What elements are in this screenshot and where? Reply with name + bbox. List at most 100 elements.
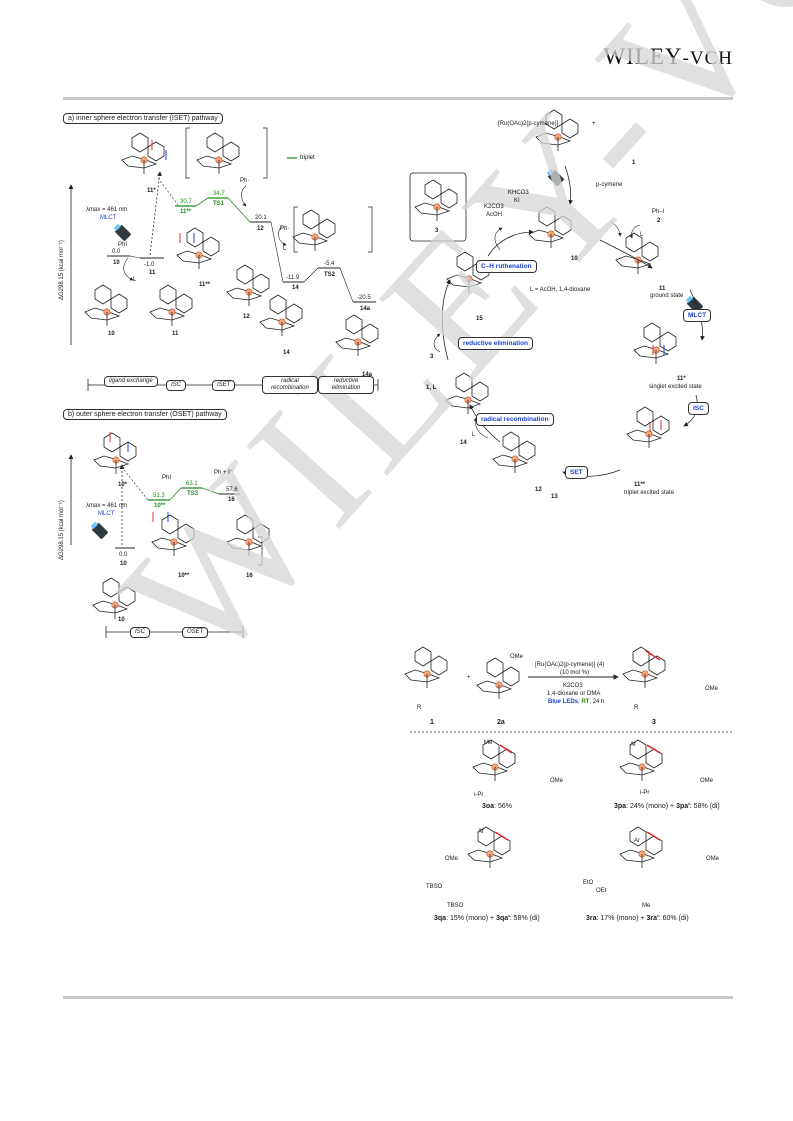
product-3ra-label: 3ra: [586, 915, 597, 922]
cycle-boxed-3: 3: [435, 228, 439, 234]
panel-b-struct-10tt: 10**: [178, 573, 190, 579]
product-3qa-label-2: 3qa': [496, 915, 510, 922]
product-3qa-ar: Ar: [478, 829, 484, 835]
cycle-reagent-acoh: AcOH: [486, 212, 503, 218]
reaction-catalyst: [Ru(OAc)2(p-cymene)] (4): [535, 662, 605, 668]
product-3oa-yield: : 56%: [494, 803, 512, 810]
product-3pa-caption: 3pa: 24% (mono) + 3pa': 58% (di): [614, 803, 720, 810]
product-3oa-caption: 3oa: 56%: [482, 803, 512, 810]
product-3pa-ipr: i-Pr: [640, 790, 650, 796]
panel-b-energy-10tt: 51.3: [153, 493, 165, 499]
cycle-species-11tt: 11**: [634, 482, 646, 488]
panel-a-energy-14: -11.9: [286, 275, 300, 281]
cycle-plus: +: [592, 121, 596, 127]
step-isc: ISC: [688, 402, 709, 415]
reaction-product-ome: OMe: [705, 686, 719, 692]
publisher-name: WILEY: [603, 44, 683, 69]
panel-a-struct-10: 10: [108, 331, 115, 337]
product-3oa-me: Me: [484, 740, 493, 746]
panel-b-struct-10: 10: [118, 617, 125, 623]
cycle-reagent-k2co3: K2CO3: [484, 204, 504, 210]
product-3pa-ome: OMe: [700, 778, 714, 784]
panel-a-mlct: MLCT: [100, 215, 117, 221]
panel-b-label-10-star: 10*: [118, 482, 128, 488]
panel-a-level-11tt: 11**: [180, 209, 192, 215]
panel-b-energy-10: 0.0: [119, 552, 128, 558]
cycle-released-p-cymene: p-cymene: [596, 182, 623, 188]
step-ch-ruthenation: C–H ruthenation: [476, 260, 537, 273]
phase-isc-a: ISC: [166, 380, 187, 391]
panel-b-level-16: 16: [228, 497, 235, 503]
step-reductive-elimination: reductive elimination: [458, 337, 534, 350]
product-3ra-yield: : 17% (mono) +: [596, 915, 647, 922]
phase-oset: OSET: [182, 627, 209, 638]
panel-a-level-14a: 14a: [360, 306, 371, 312]
panel-a-title: a) inner sphere electron transfer (ISET)…: [63, 113, 223, 124]
cycle-phi: Ph–I: [652, 209, 665, 215]
product-3ra-caption: 3ra: 17% (mono) + 3ra': 60% (di): [586, 915, 689, 922]
panel-a-struct-11tt: 11**: [199, 282, 211, 288]
panel-b-level-ts3: TS3: [187, 491, 199, 497]
panel-b-level-10: 10: [120, 561, 127, 567]
reaction-reactant-2a: 2a: [497, 719, 505, 726]
bottom-divider: [63, 996, 733, 999]
reaction-plus: +: [467, 675, 471, 681]
panel-a-ph-radical-2: Ph·: [280, 226, 290, 232]
cycle-species-14: 14: [460, 440, 467, 446]
cycle-species-11-star: 11*: [677, 376, 686, 382]
panel-a-ligand-L-2: L: [283, 246, 287, 252]
cycle-catalyst: [Ru(OAc)2(p-cymene)]: [498, 121, 559, 127]
cycle-species-11: 11: [659, 286, 666, 292]
panel-b-axis-label: ΔG298.15 (kcal mol⁻¹): [59, 500, 65, 560]
panel-b-phi: PhI: [162, 475, 172, 481]
product-3qa-ome: OMe: [445, 856, 459, 862]
cycle-byproduct-ki: KI: [514, 198, 520, 204]
product-3qa-yield-2: : 58% (di): [509, 915, 540, 922]
phase-reductive-elimination: reductive elimination: [318, 376, 374, 394]
panel-a-label-11-star: 11*: [147, 188, 156, 194]
phase-iset: ISET: [212, 380, 236, 391]
cycle-species-11-desc: ground state: [650, 293, 684, 299]
cycle-phi-num: 2: [657, 218, 661, 224]
panel-a-ligand-L: L: [133, 277, 137, 283]
panel-b-energy-ts3: 63.1: [186, 481, 198, 487]
product-3ra-label-2: 3ra': [646, 915, 659, 922]
product-3qa-tbso-2: TBSO: [447, 903, 464, 909]
top-divider: [63, 97, 733, 100]
phase-ligand-exchange: ligand exchange: [104, 376, 158, 387]
panel-a-level-ts2: TS2: [324, 272, 336, 278]
panel-b-mlct: MLCT: [98, 511, 115, 517]
reaction-rt: RT: [581, 699, 590, 705]
publisher-logo: WILEY-VCH: [603, 44, 733, 70]
product-3ra-oet: OEt: [596, 888, 607, 894]
phase-radical-recombination: radical recombination: [262, 376, 318, 394]
cycle-returns-1-L: 1, L: [426, 385, 437, 391]
panel-a-struct-12: 12: [243, 314, 250, 320]
phase-isc-b: ISC: [130, 627, 151, 638]
product-3qa-label: 3qa: [434, 915, 447, 922]
cycle-L-2: L: [472, 432, 476, 438]
cycle-L-1: L: [640, 232, 644, 238]
cycle-product-3: 3: [430, 354, 434, 360]
cycle-species-11tt-desc: triplet excited state: [624, 490, 675, 496]
panel-a-energy-ts1: 34.7: [213, 191, 225, 197]
product-3pa-yield: : 24% (mono) +: [626, 803, 677, 810]
cycle-species-10: 10: [571, 256, 578, 262]
panel-a-ph-radical: Ph·: [240, 178, 250, 184]
reaction-product-3: 3: [652, 719, 656, 726]
product-3qa-yield: : 15% (mono) +: [446, 915, 497, 922]
reaction-reactant-ome: OMe: [510, 654, 524, 660]
panel-a-level-10: 10: [113, 260, 120, 266]
product-3ra-eto: EtO: [583, 880, 594, 886]
product-3pa-ar: Ar: [630, 742, 636, 748]
cycle-substrate-1: 1: [632, 160, 636, 166]
product-3oa-ipr: i-Pr: [474, 792, 484, 798]
panel-a-energy-11tt: 30.7: [180, 199, 192, 205]
panel-a-level-12: 12: [257, 226, 264, 232]
panel-a-level-11: 11: [149, 270, 156, 276]
step-mlct: MLCT: [683, 309, 712, 322]
product-3qa-caption: 3qa: 15% (mono) + 3qa': 58% (di): [434, 915, 540, 922]
reaction-R: R: [417, 705, 422, 711]
cycle-species-15: 15: [476, 316, 483, 322]
